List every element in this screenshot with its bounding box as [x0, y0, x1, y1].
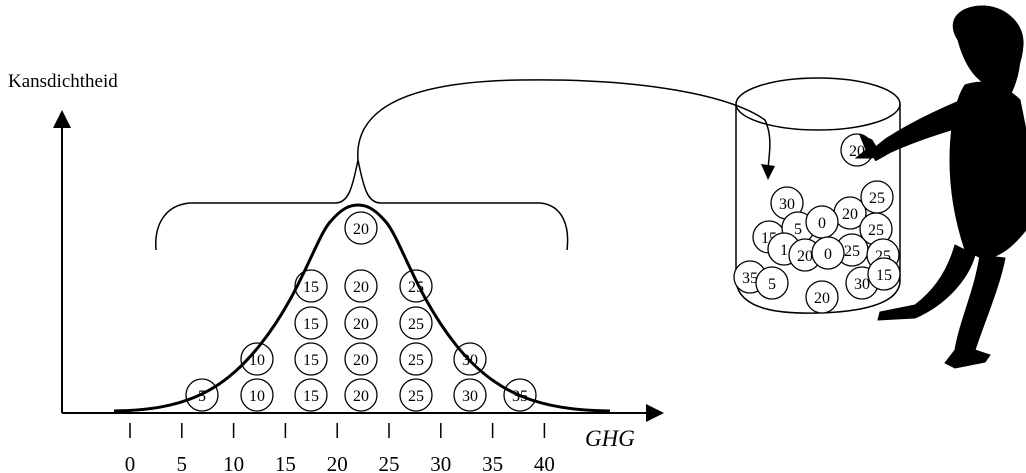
- svg-text:15: 15: [303, 388, 319, 405]
- svg-text:0: 0: [818, 215, 826, 232]
- person-left-leg: [877, 244, 976, 321]
- histogram-ball: 20: [344, 306, 378, 340]
- svg-text:20: 20: [353, 316, 369, 333]
- tick-label: 40: [534, 452, 555, 473]
- svg-text:20: 20: [353, 388, 369, 405]
- svg-text:5: 5: [794, 221, 802, 238]
- x-axis-ticks: 0 5 10 15 20 25 30 35 40: [125, 423, 555, 473]
- jar-rim: [735, 77, 901, 131]
- svg-text:20: 20: [353, 221, 369, 238]
- person-hand: [854, 134, 879, 159]
- histogram-ball: 20: [344, 342, 378, 376]
- svg-text:15: 15: [303, 352, 319, 369]
- svg-text:20: 20: [353, 279, 369, 296]
- svg-text:25: 25: [869, 190, 885, 207]
- histogram-ball: 25: [399, 378, 433, 412]
- jar-ball: 5: [755, 266, 789, 300]
- person-arm: [868, 93, 987, 162]
- histogram-ball: 25: [399, 269, 433, 303]
- histogram-ball: 25: [399, 342, 433, 376]
- arc-arrowhead: [761, 164, 775, 180]
- histogram-ball: 10: [240, 342, 274, 376]
- svg-text:0: 0: [824, 246, 832, 263]
- svg-text:10: 10: [249, 352, 265, 369]
- svg-text:15: 15: [876, 267, 892, 284]
- histogram-ball: 15: [294, 269, 328, 303]
- bell-curve: [113, 203, 611, 413]
- svg-text:20: 20: [353, 352, 369, 369]
- jar-ball: 15: [867, 257, 901, 291]
- jar-ball: 25: [859, 212, 893, 246]
- svg-text:15: 15: [303, 279, 319, 296]
- jar-ball: 20: [805, 280, 839, 314]
- svg-text:25: 25: [408, 388, 424, 405]
- svg-text:15: 15: [303, 316, 319, 333]
- histogram-ball: 20: [344, 269, 378, 303]
- histogram-ball: 20: [344, 378, 378, 412]
- histogram-ball: 10: [240, 378, 274, 412]
- tick-label: 30: [430, 452, 451, 473]
- person-right-leg: [944, 254, 1006, 369]
- histogram-ball: 15: [294, 306, 328, 340]
- axes: [53, 110, 664, 422]
- svg-text:30: 30: [854, 276, 870, 293]
- y-axis-arrowhead: [53, 110, 71, 128]
- histogram-ball: 20: [344, 211, 378, 245]
- svg-text:5: 5: [198, 388, 206, 405]
- tick-label: 10: [223, 452, 244, 473]
- person-silhouette: [854, 5, 1026, 369]
- svg-text:30: 30: [462, 388, 478, 405]
- svg-text:25: 25: [408, 316, 424, 333]
- tick-label: 25: [379, 452, 400, 473]
- svg-text:20: 20: [797, 248, 813, 265]
- jar-ball: 25: [860, 180, 894, 214]
- svg-text:5: 5: [768, 276, 776, 293]
- tick-label: 0: [125, 452, 136, 473]
- connecting-arc: [357, 79, 771, 169]
- tick-label: 20: [327, 452, 348, 473]
- jar-ball: 30: [770, 186, 804, 220]
- histogram-ball: 15: [294, 342, 328, 376]
- jar-ball: 20: [833, 196, 867, 230]
- histogram-ball: 15: [294, 378, 328, 412]
- x-axis-label: GHG: [585, 426, 635, 451]
- svg-text:25: 25: [408, 352, 424, 369]
- histogram-ball: 25: [399, 306, 433, 340]
- tick-label: 35: [482, 452, 503, 473]
- person-raised-arm: [997, 39, 1021, 96]
- svg-text:20: 20: [814, 290, 830, 307]
- svg-text:25: 25: [868, 222, 884, 239]
- jar-ball: 0: [811, 236, 845, 270]
- svg-text:10: 10: [249, 388, 265, 405]
- svg-text:35: 35: [742, 270, 758, 287]
- svg-text:25: 25: [844, 243, 860, 260]
- y-axis-label: Kansdichtheid: [8, 71, 118, 92]
- histogram-ball: 30: [453, 378, 487, 412]
- svg-text:25: 25: [408, 279, 424, 296]
- jar-ball: 0: [805, 205, 839, 239]
- svg-text:1: 1: [780, 242, 788, 259]
- svg-text:20: 20: [842, 206, 858, 223]
- tick-label: 15: [275, 452, 296, 473]
- svg-text:30: 30: [779, 196, 795, 213]
- x-axis-arrowhead: [646, 404, 664, 422]
- tick-label: 5: [177, 452, 188, 473]
